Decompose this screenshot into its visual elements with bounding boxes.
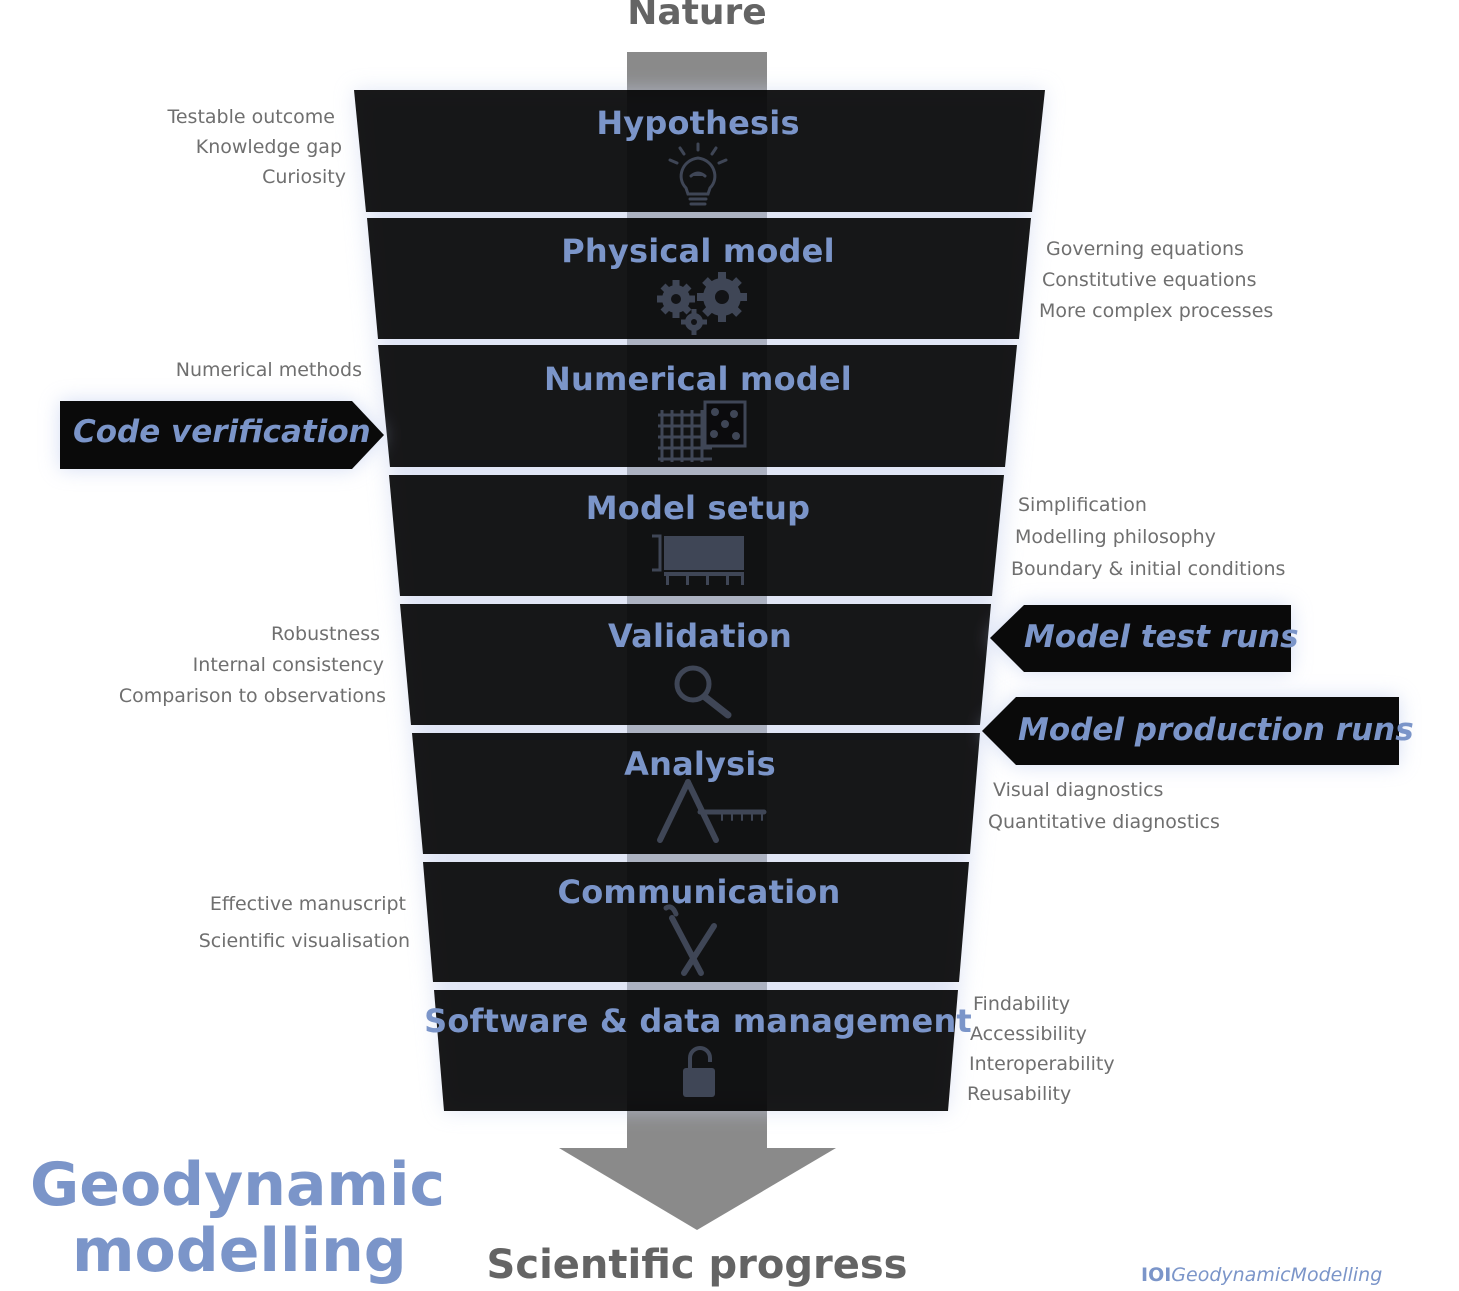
progress-arrow-head — [559, 1148, 836, 1230]
note-constitutive-equations: Constitutive equations — [1042, 269, 1257, 291]
band-communication — [423, 862, 969, 982]
scientific-progress-label: Scientific progress — [486, 1242, 908, 1288]
note-governing-equations: Governing equations — [1046, 238, 1244, 260]
note-accessibility: Accessibility — [970, 1023, 1087, 1045]
lightbulb-icon — [668, 142, 728, 206]
band-validation — [400, 604, 991, 725]
code-verification-label: Code verification — [73, 414, 371, 450]
note-simplification: Simplification — [1018, 494, 1147, 516]
note-interoperability: Interoperability — [969, 1053, 1115, 1075]
model-box-icon — [652, 534, 744, 585]
note-curiosity: Curiosity — [262, 166, 346, 188]
step-title-model-setup: Model setup — [585, 489, 811, 527]
note-boundary-conditions: Boundary & initial conditions — [1011, 558, 1286, 580]
step-title-physical-model: Physical model — [561, 232, 835, 270]
note-robustness: Robustness — [271, 623, 380, 645]
model-test-runs-label: Model test runs — [1024, 619, 1299, 655]
code-verification-callout — [60, 401, 384, 469]
note-modelling-philosophy: Modelling philosophy — [1015, 526, 1216, 548]
note-findability: Findability — [973, 993, 1071, 1015]
model-production-runs-callout — [982, 697, 1399, 765]
band-numerical-model — [378, 345, 1017, 467]
gears-icon — [657, 272, 747, 335]
note-comparison-observations: Comparison to observations — [118, 685, 386, 707]
step-title-hypothesis: Hypothesis — [596, 104, 800, 142]
step-title-communication: Communication — [557, 873, 841, 911]
lock-icon — [683, 1046, 715, 1097]
social-handle: IOIGeodynamicModelling — [1141, 1264, 1382, 1286]
band-hypothesis — [354, 90, 1045, 212]
grid-mesh-icon — [658, 400, 747, 462]
brand-line-1: Geodynamic — [30, 1150, 446, 1220]
note-numerical-methods: Numerical methods — [175, 359, 362, 381]
model-production-runs-label: Model production runs — [1018, 712, 1414, 748]
note-knowledge-gap: Knowledge gap — [195, 136, 342, 158]
band-physical-model — [367, 218, 1031, 339]
note-complex-processes: More complex processes — [1039, 300, 1274, 322]
magnifier-icon — [674, 665, 732, 719]
note-visual-diagnostics: Visual diagnostics — [993, 779, 1164, 801]
step-title-validation: Validation — [607, 617, 793, 655]
handle-mark: IOI — [1141, 1264, 1172, 1286]
note-effective-manuscript: Effective manuscript — [209, 893, 406, 915]
note-internal-consistency: Internal consistency — [192, 654, 384, 676]
step-title-numerical-model: Numerical model — [544, 360, 852, 398]
step-title-software: Software & data management — [424, 1002, 972, 1040]
brand-title: Geodynamic modelling — [30, 1152, 445, 1284]
step-title-analysis: Analysis — [624, 745, 776, 783]
brush-pen-icon — [663, 904, 717, 976]
band-model-setup — [389, 475, 1004, 596]
nature-label: Nature — [627, 0, 767, 33]
model-test-runs-callout — [990, 605, 1291, 672]
note-scientific-visualisation: Scientific visualisation — [198, 930, 410, 952]
note-testable-outcome: Testable outcome — [167, 106, 335, 128]
brand-line-2: modelling — [72, 1216, 407, 1286]
note-quantitative-diagnostics: Quantitative diagnostics — [988, 811, 1220, 833]
compass-ruler-icon — [657, 779, 767, 843]
handle-text: GeodynamicModelling — [1171, 1264, 1383, 1286]
note-reusability: Reusability — [967, 1083, 1072, 1105]
